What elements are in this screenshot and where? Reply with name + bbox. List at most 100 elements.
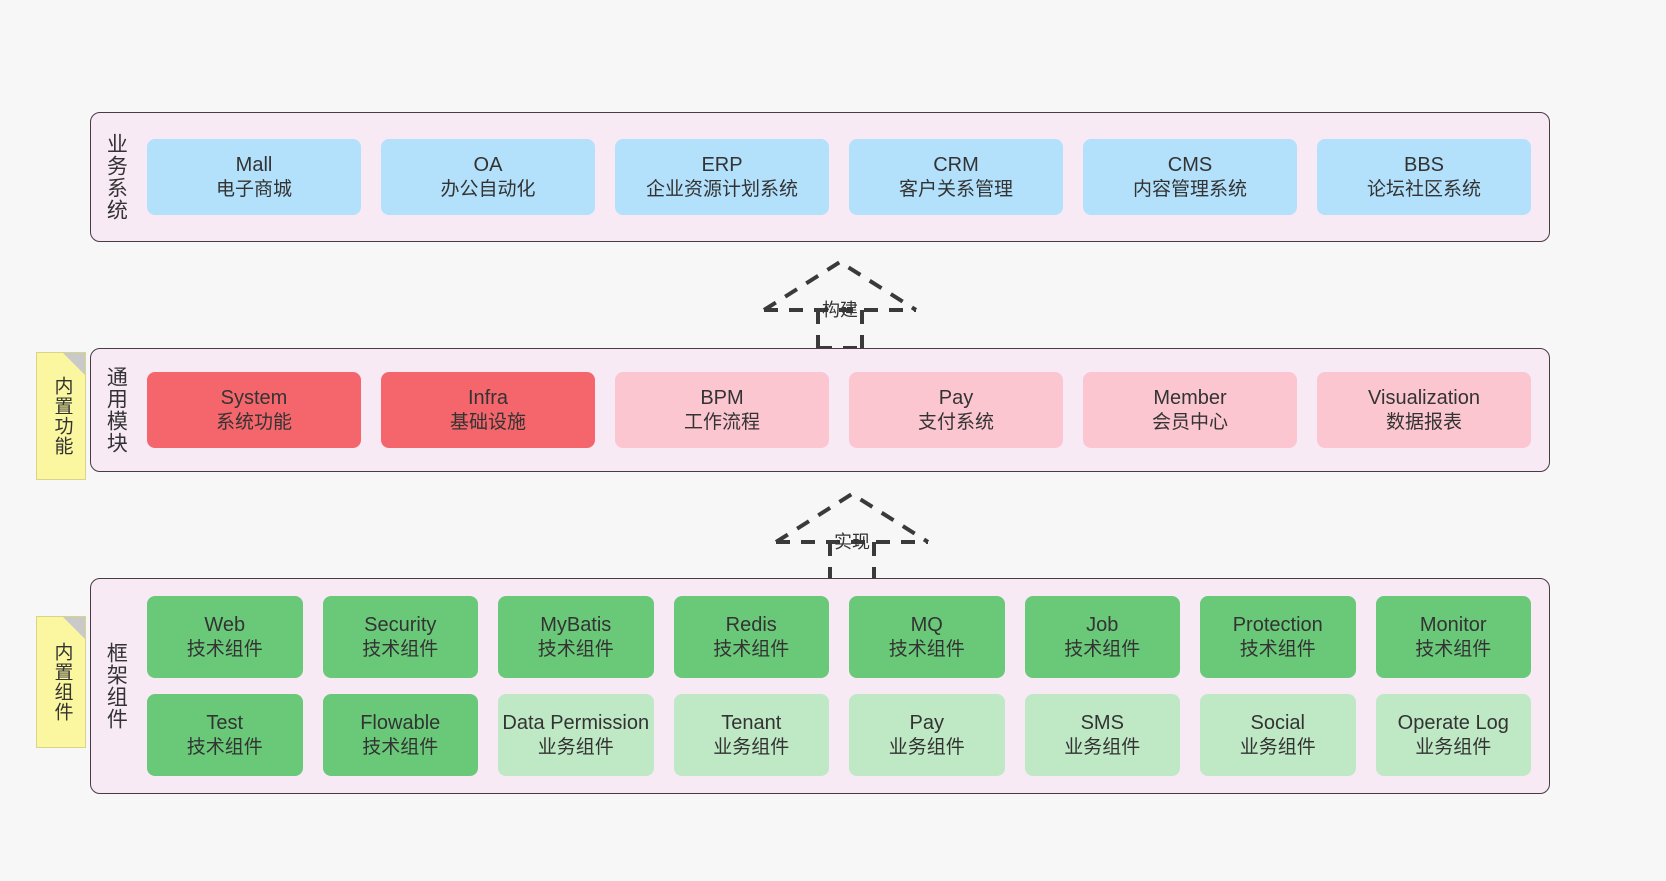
node-monitor[interactable]: Monitor 技术组件 [1375,596,1531,678]
layer-body-common: System 系统功能 Infra 基础设施 BPM 工作流程 Pay 支付系统… [139,349,1549,471]
node-title-en: Security [364,614,437,637]
node-title-en: Data Permission [502,712,650,735]
node-crm[interactable]: CRM 客户关系管理 [849,139,1063,215]
node-title-cn: 技术组件 [713,638,790,660]
node-title-cn: 业务组件 [713,736,790,758]
layer-title-business: 业务系统 [104,133,128,221]
node-title-en: Social [1250,712,1305,735]
node-flowable[interactable]: Flowable 技术组件 [322,694,478,776]
node-title-cn: 技术组件 [1239,638,1316,660]
node-title-en: Visualization [1368,387,1480,410]
node-title-en: Web [204,614,246,637]
node-mall[interactable]: Mall 电子商城 [147,139,361,215]
arrow-implement-label: 实现 [834,532,870,552]
node-visualization[interactable]: Visualization 数据报表 [1317,372,1531,448]
node-title-en: CRM [933,154,979,177]
node-title-en: Test [206,712,244,735]
node-title-cn: 业务组件 [888,736,965,758]
node-job[interactable]: Job 技术组件 [1024,596,1180,678]
node-test[interactable]: Test 技术组件 [147,694,303,776]
layer-framework-components: 框架组件 Web 技术组件 Security 技术组件 MyBatis 技术组件… [90,578,1550,794]
node-operate-log[interactable]: Operate Log 业务组件 [1375,694,1531,776]
node-protection[interactable]: Protection 技术组件 [1200,596,1356,678]
node-title-en: Operate Log [1397,712,1509,735]
node-system[interactable]: System 系统功能 [147,372,361,448]
arrow-build: 构建 [760,258,920,350]
layer-title-framework: 框架组件 [104,642,128,730]
node-title-en: Job [1086,614,1119,637]
node-infra[interactable]: Infra 基础设施 [381,372,595,448]
node-title-en: System [220,387,288,410]
node-title-cn: 基础设施 [449,411,526,433]
node-oa[interactable]: OA 办公自动化 [381,139,595,215]
node-title-cn: 系统功能 [215,411,292,433]
node-social[interactable]: Social 业务组件 [1200,694,1356,776]
node-title-cn: 数据报表 [1385,411,1462,433]
node-title-cn: 技术组件 [186,736,263,758]
node-title-cn: 技术组件 [1415,638,1492,660]
node-member[interactable]: Member 会员中心 [1083,372,1297,448]
node-sms[interactable]: SMS 业务组件 [1024,694,1180,776]
note-builtin-features-label: 内置功能 [51,376,73,456]
node-redis[interactable]: Redis 技术组件 [673,596,829,678]
layer-row: Web 技术组件 Security 技术组件 MyBatis 技术组件 Redi… [147,596,1531,678]
node-mq[interactable]: MQ 技术组件 [849,596,1005,678]
node-mybatis[interactable]: MyBatis 技术组件 [498,596,654,678]
arrow-build-label: 构建 [822,300,858,320]
arrow-implement: 实现 [772,490,932,582]
layer-body-framework: Web 技术组件 Security 技术组件 MyBatis 技术组件 Redi… [139,579,1549,793]
node-title-en: Flowable [360,712,441,735]
note-builtin-components-label: 内置组件 [51,642,73,722]
node-title-en: Pay [909,712,944,735]
node-bbs[interactable]: BBS 论坛社区系统 [1317,139,1531,215]
node-title-cn: 内容管理系统 [1132,178,1247,200]
node-title-cn: 业务组件 [1239,736,1316,758]
node-bpm[interactable]: BPM 工作流程 [615,372,829,448]
node-title-cn: 技术组件 [362,638,439,660]
layer-row: Test 技术组件 Flowable 技术组件 Data Permission … [147,694,1531,776]
node-title-en: BPM [700,387,744,410]
node-tenant[interactable]: Tenant 业务组件 [673,694,829,776]
node-title-cn: 业务组件 [1415,736,1492,758]
node-title-cn: 技术组件 [1064,638,1141,660]
node-title-en: Monitor [1419,614,1487,637]
node-pay-component[interactable]: Pay 业务组件 [849,694,1005,776]
node-cms[interactable]: CMS 内容管理系统 [1083,139,1297,215]
node-title-en: Redis [725,614,777,637]
node-title-cn: 论坛社区系统 [1366,178,1481,200]
node-title-cn: 技术组件 [362,736,439,758]
node-title-en: MyBatis [540,614,612,637]
node-title-cn: 企业资源计划系统 [645,178,798,200]
node-title-en: OA [473,154,503,177]
node-title-cn: 支付系统 [917,411,994,433]
node-pay[interactable]: Pay 支付系统 [849,372,1063,448]
node-erp[interactable]: ERP 企业资源计划系统 [615,139,829,215]
node-title-en: Pay [938,387,974,410]
node-title-en: BBS [1403,154,1445,177]
layer-body-business: Mall 电子商城 OA 办公自动化 ERP 企业资源计划系统 CRM 客户关系… [139,113,1549,241]
node-title-en: Protection [1232,614,1323,637]
node-web[interactable]: Web 技术组件 [147,596,303,678]
node-title-cn: 技术组件 [186,638,263,660]
node-title-cn: 业务组件 [1064,736,1141,758]
node-title-en: Member [1153,387,1227,410]
node-title-cn: 电子商城 [215,178,292,200]
node-security[interactable]: Security 技术组件 [322,596,478,678]
note-builtin-components: 内置组件 [36,616,86,748]
node-title-cn: 技术组件 [888,638,965,660]
node-title-cn: 技术组件 [537,638,614,660]
node-title-cn: 办公自动化 [440,178,536,200]
node-title-en: MQ [910,614,943,637]
node-title-en: Infra [467,387,509,410]
node-title-en: CMS [1167,154,1213,177]
layer-row: System 系统功能 Infra 基础设施 BPM 工作流程 Pay 支付系统… [147,372,1531,448]
node-title-cn: 客户关系管理 [898,178,1013,200]
node-title-en: Tenant [721,712,782,735]
node-title-en: SMS [1080,712,1124,735]
node-title-cn: 会员中心 [1151,411,1228,433]
node-data-permission[interactable]: Data Permission 业务组件 [498,694,654,776]
note-builtin-features: 内置功能 [36,352,86,480]
layer-title-common: 通用模块 [104,366,128,454]
node-title-en: ERP [701,154,743,177]
layer-row: Mall 电子商城 OA 办公自动化 ERP 企业资源计划系统 CRM 客户关系… [147,139,1531,215]
